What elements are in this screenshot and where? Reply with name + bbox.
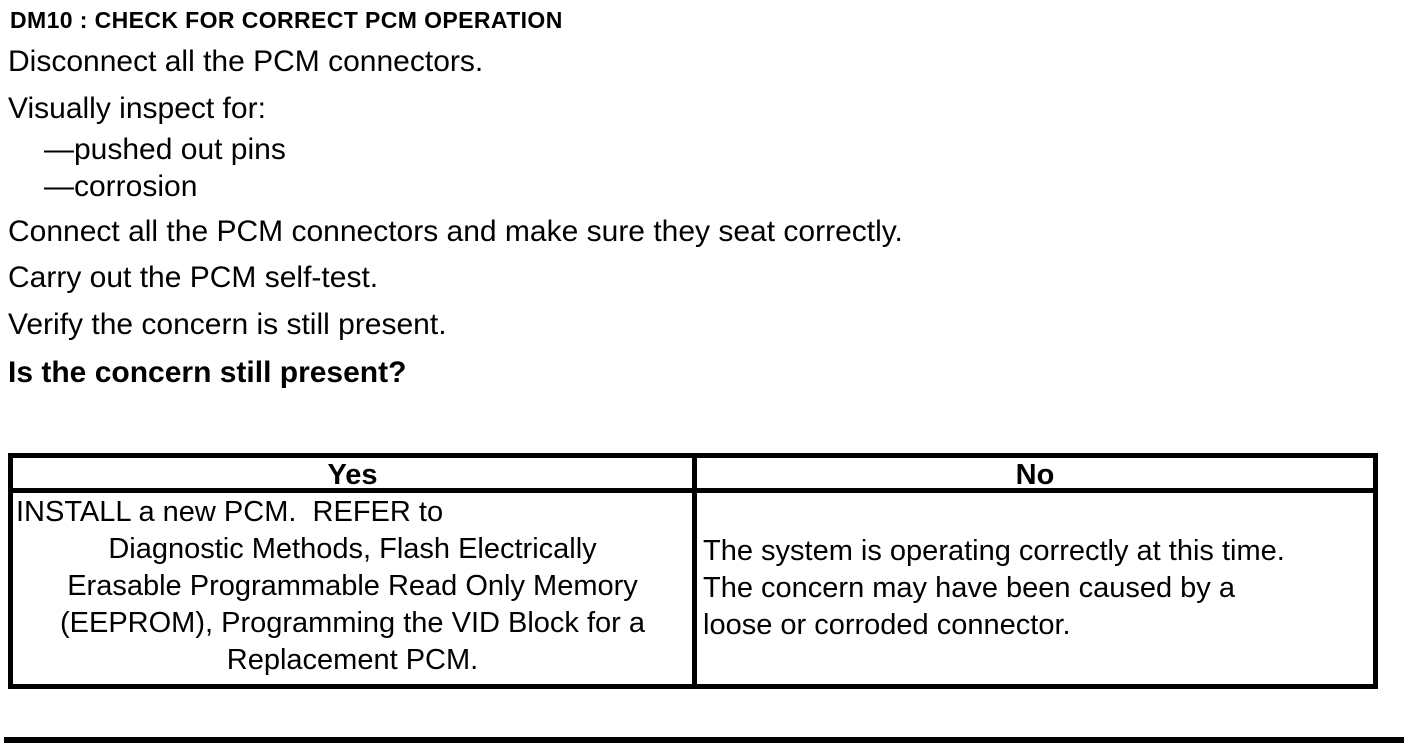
yes-action-line: Replacement PCM. xyxy=(226,644,479,676)
procedure-step-disconnect: Disconnect all the PCM connectors. xyxy=(8,45,484,78)
no-action-line: The concern may have been caused by a xyxy=(703,572,1235,604)
inspect-item-corrosion: —corrosion xyxy=(44,170,198,203)
yes-action-line: (EEPROM), Programming the VID Block for … xyxy=(60,607,645,639)
results-table: Yes No INSTALL a new PCM. REFER to Diagn… xyxy=(8,453,1378,689)
procedure-step-inspect: Visually inspect for: xyxy=(8,92,266,125)
page-title: DM10 : CHECK FOR CORRECT PCM OPERATION xyxy=(10,7,563,33)
yes-action-line: INSTALL a new PCM. REFER to xyxy=(16,496,444,528)
no-column-header: No xyxy=(697,458,1373,493)
no-action-line: The system is operating correctly at thi… xyxy=(703,535,1285,567)
procedure-step-connect: Connect all the PCM connectors and make … xyxy=(8,215,903,248)
no-action-cell: The system is operating correctly at thi… xyxy=(697,493,1373,684)
yes-action-cell: INSTALL a new PCM. REFER to Diagnostic M… xyxy=(13,493,697,684)
procedure-step-self-test: Carry out the PCM self-test. xyxy=(8,261,379,294)
next-table-top-rule xyxy=(4,737,1404,743)
yes-action-line: Erasable Programmable Read Only Memory xyxy=(67,570,638,602)
yes-action-line: Diagnostic Methods, Flash Electrically xyxy=(108,533,597,565)
procedure-step-verify: Verify the concern is still present. xyxy=(8,308,447,341)
decision-question: Is the concern still present? xyxy=(8,356,407,389)
inspect-item-pushed-out-pins: —pushed out pins xyxy=(44,133,286,166)
no-action-line: loose or corroded connector. xyxy=(703,609,1071,641)
yes-column-header: Yes xyxy=(13,458,697,493)
